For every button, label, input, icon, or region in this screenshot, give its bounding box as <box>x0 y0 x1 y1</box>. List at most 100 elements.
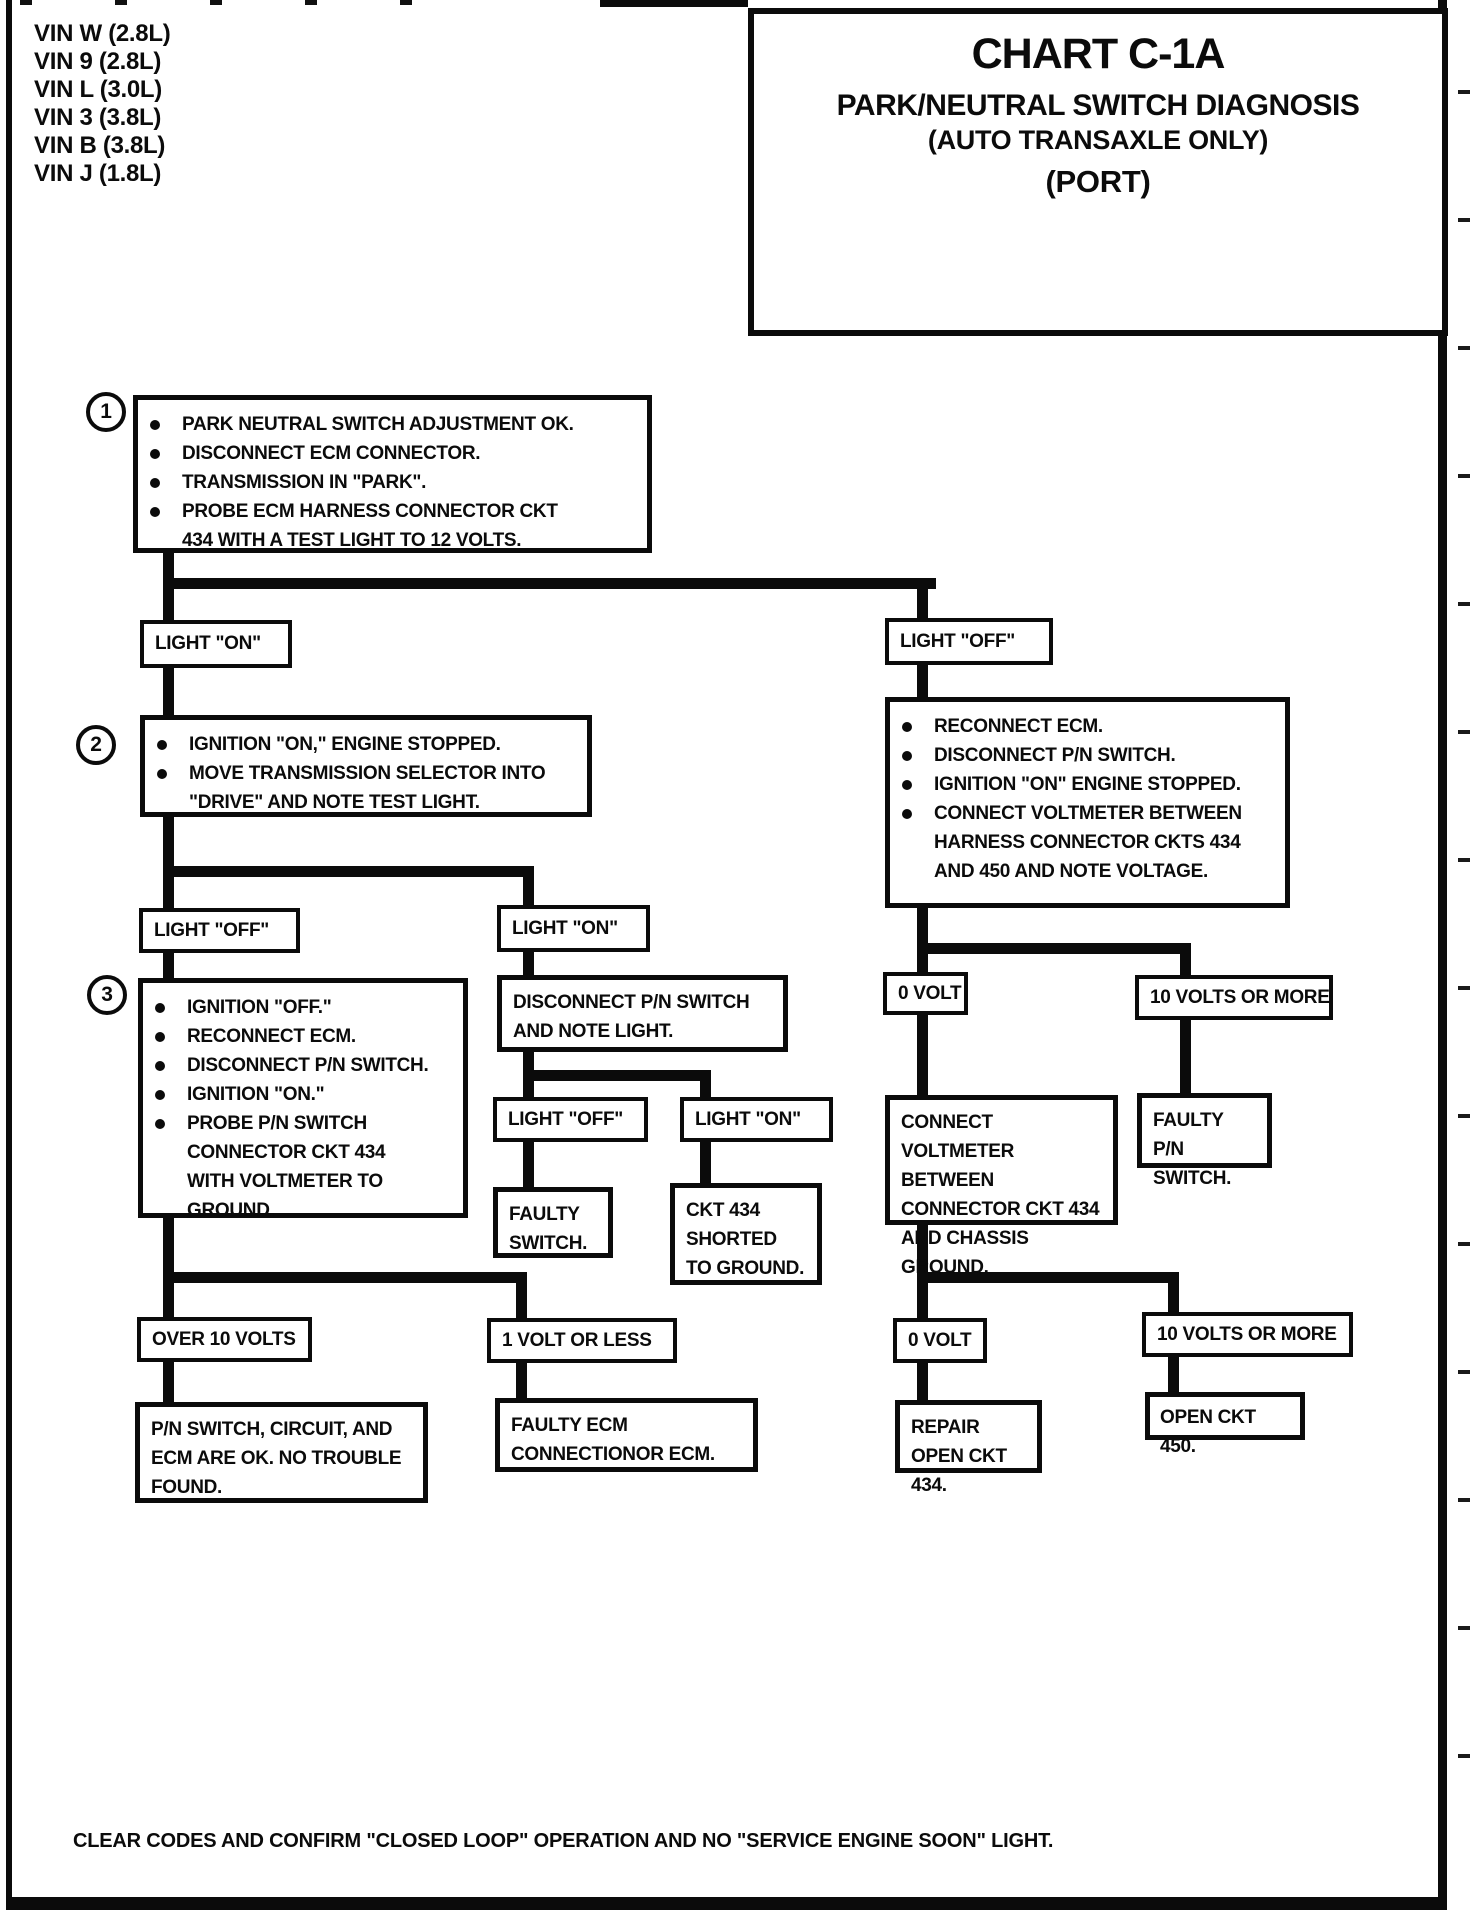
vin-list: VIN W (2.8L) VIN 9 (2.8L) VIN L (3.0L) V… <box>34 20 171 188</box>
result-label-light-on-1: LIGHT "ON" <box>140 620 292 668</box>
diagnosis-box-open-ckt450: OPEN CKT 450. <box>1145 1392 1305 1457</box>
chart-note-port: (PORT) <box>1045 164 1151 199</box>
connector-line <box>917 954 928 972</box>
label-text: LIGHT "OFF" <box>154 919 269 941</box>
page-border-left <box>6 0 12 1905</box>
box-text: DISCONNECT P/N SWITCH AND NOTE LIGHT. <box>513 992 750 1042</box>
procedure-item: PARK NEUTRAL SWITCH ADJUSTMENT OK. <box>138 410 587 439</box>
result-label-over-10-volts: OVER 10 VOLTS <box>137 1317 312 1362</box>
step-circle-1: 1 <box>86 392 126 432</box>
label-text: 0 VOLT <box>908 1329 972 1351</box>
label-text: 10 VOLTS OR MORE <box>1157 1323 1337 1345</box>
vin-item: VIN W (2.8L) <box>34 20 171 47</box>
connector-line <box>523 1081 534 1097</box>
box-text: FAULTY ECM CONNECTIONOR ECM. <box>511 1415 715 1465</box>
chart-id: CHART C-1A <box>971 30 1226 78</box>
connector-line <box>700 1081 711 1097</box>
procedure-item: CONNECT VOLTMETER BETWEEN HARNESS CONNEC… <box>890 799 1251 886</box>
vin-item: VIN L (3.0L) <box>34 76 162 103</box>
result-label-light-on-2: LIGHT "ON" <box>497 905 650 952</box>
connector-line <box>163 578 936 589</box>
result-label-light-off-3: LIGHT "OFF" <box>493 1097 648 1142</box>
connector-line <box>523 1052 534 1081</box>
step-number: 2 <box>90 733 102 756</box>
connector-line <box>917 1363 928 1400</box>
procedure-item: IGNITION "ON," ENGINE STOPPED. <box>145 730 571 759</box>
diagnosis-box-faulty-switch: FAULTY SWITCH. <box>493 1187 613 1258</box>
connector-line <box>523 1070 711 1081</box>
action-box-disconnect-pn-switch: DISCONNECT P/N SWITCH AND NOTE LIGHT. <box>497 975 788 1052</box>
result-label-light-off-2: LIGHT "OFF" <box>139 908 300 953</box>
connector-line <box>917 1272 1179 1283</box>
result-label-1-volt-or-less: 1 VOLT OR LESS <box>487 1318 677 1363</box>
procedure-item: DISCONNECT ECM CONNECTOR. <box>138 439 587 468</box>
vin-item: VIN 9 (2.8L) <box>34 48 162 75</box>
label-text: OVER 10 VOLTS <box>152 1328 296 1350</box>
result-label-light-on-3: LIGHT "ON" <box>680 1097 833 1142</box>
chart-note-transaxle: (AUTO TRANSAXLE ONLY) <box>927 125 1269 155</box>
result-label-0-volt-1: 0 VOLT <box>883 972 968 1015</box>
vin-item: VIN B (3.8L) <box>34 132 166 159</box>
connector-line <box>523 1142 534 1187</box>
connector-line <box>917 589 928 618</box>
connector-line <box>516 1363 527 1398</box>
procedure-item: DISCONNECT P/N SWITCH. <box>890 741 1251 770</box>
title-box: CHART C-1A PARK/NEUTRAL SWITCH DIAGNOSIS… <box>748 8 1448 336</box>
page-border-bottom <box>6 1897 1447 1910</box>
box-text: OPEN CKT 450. <box>1160 1407 1256 1457</box>
diagnosis-box-faulty-ecm: FAULTY ECM CONNECTIONOR ECM. <box>495 1398 758 1472</box>
connector-line <box>523 877 534 905</box>
label-text: 0 VOLT <box>898 982 962 1004</box>
connector-line <box>163 1218 174 1283</box>
procedure-item: PROBE ECM HARNESS CONNECTOR CKT 434 WITH… <box>138 497 587 555</box>
procedure-box-step3: IGNITION "OFF." RECONNECT ECM. DISCONNEC… <box>138 978 468 1221</box>
procedure-item: IGNITION "ON." <box>143 1080 435 1109</box>
connector-line <box>523 952 534 975</box>
label-text: LIGHT "ON" <box>512 917 618 939</box>
vin-item: VIN 3 (3.8L) <box>34 104 162 131</box>
box-text: CONNECT VOLTMETER BETWEEN CONNECTOR CKT … <box>901 1112 1100 1278</box>
result-label-10-volts-1: 10 VOLTS OR MORE <box>1135 975 1333 1020</box>
connector-line <box>917 908 928 954</box>
connector-line <box>163 1283 174 1317</box>
result-label-light-off-1: LIGHT "OFF" <box>885 618 1053 665</box>
page-border-right <box>1438 0 1447 1910</box>
page-edge-artifacts <box>20 0 440 5</box>
margin-tick-marks <box>1458 90 1470 1850</box>
step-number: 1 <box>100 400 112 423</box>
step-number: 3 <box>101 983 113 1006</box>
diagnosis-box-pn-switch-ok: P/N SWITCH, CIRCUIT, AND ECM ARE OK. NO … <box>135 1402 428 1503</box>
procedure-item: IGNITION "ON" ENGINE STOPPED. <box>890 770 1251 799</box>
chart-subtitle: PARK/NEUTRAL SWITCH DIAGNOSIS <box>836 89 1360 122</box>
label-text: LIGHT "ON" <box>695 1108 801 1130</box>
connector-line <box>163 953 174 978</box>
footer-note: CLEAR CODES AND CONFIRM "CLOSED LOOP" OP… <box>73 1830 1054 1852</box>
step-circle-3: 3 <box>87 975 127 1015</box>
label-text: LIGHT "OFF" <box>508 1108 623 1130</box>
page-border-top-segment <box>600 0 748 7</box>
procedure-item: MOVE TRANSMISSION SELECTOR INTO "DRIVE" … <box>145 759 571 817</box>
connector-line <box>917 1015 928 1095</box>
connector-line <box>163 877 174 908</box>
procedure-item: RECONNECT ECM. <box>143 1022 435 1051</box>
label-text: LIGHT "OFF" <box>900 630 1015 652</box>
connector-line <box>163 817 174 877</box>
procedure-item: PROBE P/N SWITCH CONNECTOR CKT 434 WITH … <box>143 1109 435 1225</box>
vin-item: VIN J (1.8L) <box>34 160 162 187</box>
connector-line <box>917 1225 928 1272</box>
procedure-item: DISCONNECT P/N SWITCH. <box>143 1051 435 1080</box>
connector-line <box>516 1283 527 1318</box>
label-text: LIGHT "ON" <box>155 633 261 654</box>
procedure-box-reconnect-ecm: RECONNECT ECM. DISCONNECT P/N SWITCH. IG… <box>885 697 1290 908</box>
procedure-item: RECONNECT ECM. <box>890 712 1251 741</box>
connector-line <box>163 866 534 877</box>
connector-line <box>163 1272 527 1283</box>
box-text: CKT 434 SHORTED TO GROUND. <box>686 1200 805 1279</box>
label-text: 10 VOLTS OR MORE <box>1150 986 1330 1008</box>
step-circle-2: 2 <box>76 725 116 765</box>
diagnosis-box-repair-open-ckt434: REPAIR OPEN CKT 434. <box>895 1400 1042 1496</box>
connector-line <box>1168 1283 1179 1312</box>
procedure-item: TRANSMISSION IN "PARK". <box>138 468 587 497</box>
procedure-box-step1: PARK NEUTRAL SWITCH ADJUSTMENT OK. DISCO… <box>133 395 652 553</box>
procedure-item: IGNITION "OFF." <box>143 993 435 1022</box>
